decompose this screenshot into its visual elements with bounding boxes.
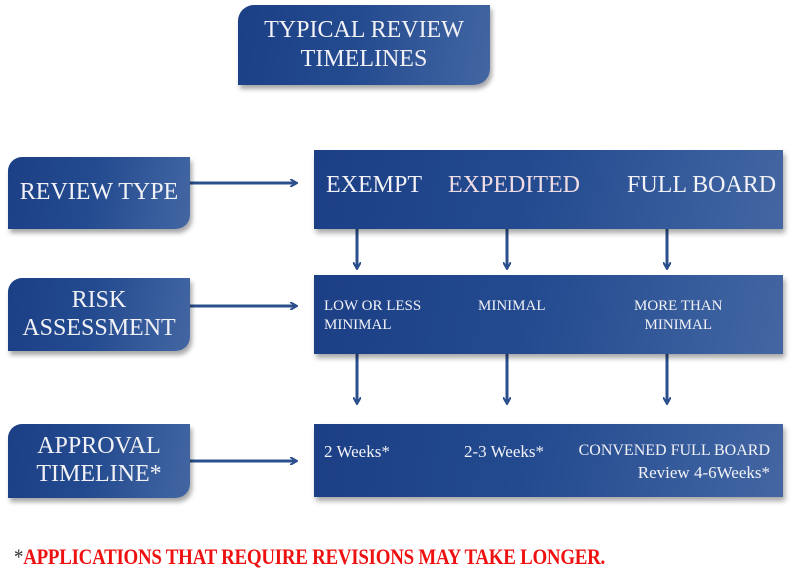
timeline-exempt-text: 2 Weeks*	[324, 442, 390, 461]
approval-timeline-box: 2 Weeks* 2-3 Weeks* CONVENED FULL BOARD …	[314, 424, 783, 497]
title-line-2: TIMELINES	[300, 46, 428, 72]
risk-assessment-box: LOW OR LESS MINIMAL MINIMAL MORE THAN MI…	[314, 275, 783, 354]
timeline-expedited: 2-3 Weeks*	[464, 441, 544, 463]
label-text: REVIEW TYPE	[19, 179, 179, 206]
label-approval-timeline: APPROVAL TIMELINE*	[8, 424, 190, 498]
label-text-line-1: APPROVAL	[37, 433, 161, 460]
footnote-asterisk: *	[14, 544, 24, 569]
label-review-type: REVIEW TYPE	[8, 157, 190, 229]
page-title: TYPICAL REVIEW TIMELINES	[264, 16, 464, 74]
type-full-board: FULL BOARD	[627, 172, 777, 198]
footnote: *APPLICATIONS THAT REQUIRE REVISIONS MAY…	[14, 544, 605, 570]
risk-minimal-line-1: MINIMAL	[478, 298, 546, 314]
risk-more-line-1: MORE THAN	[634, 298, 723, 314]
label-risk-assessment: RISK ASSESSMENT	[8, 278, 190, 351]
timeline-expedited-text: 2-3 Weeks*	[464, 442, 544, 461]
label-text-line-2: ASSESSMENT	[22, 314, 176, 341]
type-exempt: EXEMPT	[326, 172, 422, 198]
title-line-1: TYPICAL REVIEW	[264, 17, 464, 44]
timeline-full-board-line-2: Review 4-6Weeks*	[637, 462, 770, 482]
risk-more-than-minimal: MORE THAN MINIMAL	[634, 297, 722, 335]
timeline-exempt: 2 Weeks*	[324, 441, 390, 463]
risk-more-line-2: MINIMAL	[644, 316, 712, 333]
risk-low-line-1: LOW OR LESS	[324, 298, 422, 314]
label-text-line-1: RISK	[71, 286, 127, 313]
title-box: TYPICAL REVIEW TIMELINES	[238, 5, 490, 85]
timeline-full-board-line-1: CONVENED FULL BOARD	[578, 442, 770, 459]
risk-low-line-2: MINIMAL	[324, 316, 392, 333]
type-expedited: EXPEDITED	[448, 172, 580, 198]
label-text-line-2: TIMELINE*	[36, 461, 162, 487]
footnote-text: APPLICATIONS THAT REQUIRE REVISIONS MAY …	[23, 544, 606, 569]
review-type-box: EXEMPT EXPEDITED FULL BOARD	[314, 150, 783, 229]
risk-low: LOW OR LESS MINIMAL	[324, 297, 421, 335]
timeline-full-board: CONVENED FULL BOARD Review 4-6Weeks*	[579, 441, 770, 484]
risk-minimal: MINIMAL	[478, 297, 546, 316]
